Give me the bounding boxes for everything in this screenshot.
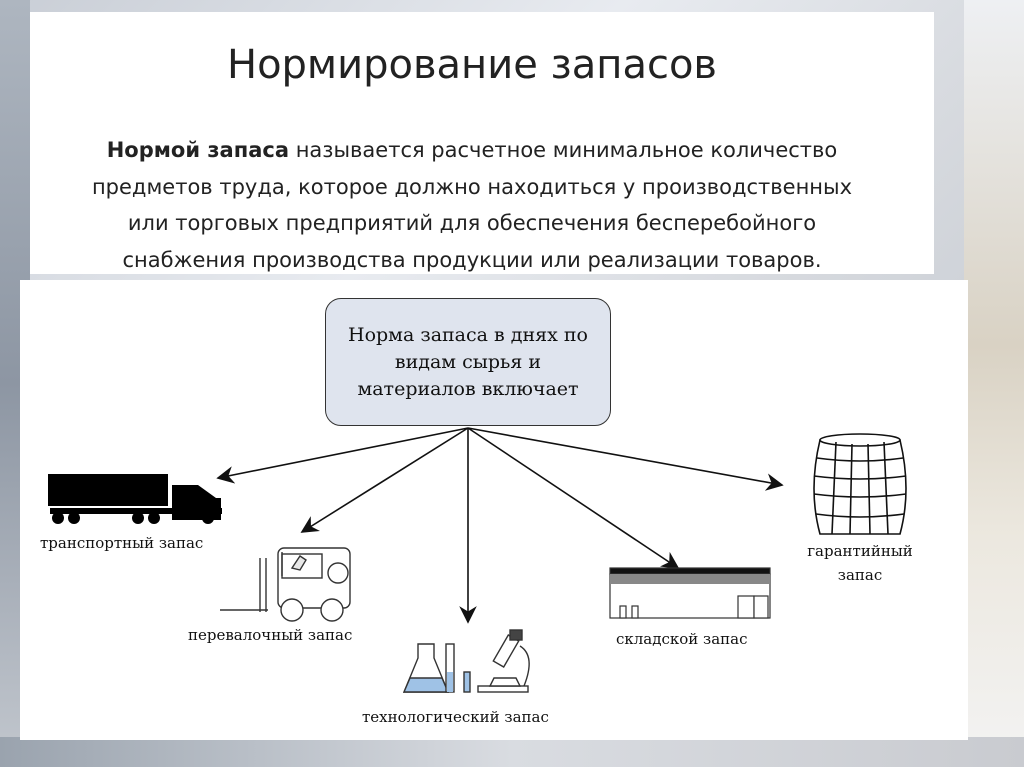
definition-text: Нормой запаса называется расчетное миним… (0, 132, 944, 278)
definition-line-1: Нормой запаса называется расчетное миним… (0, 132, 944, 169)
center-node-box: Норма запаса в днях по видам сырья и мат… (325, 298, 611, 426)
background-right (964, 0, 1024, 767)
slide-title: Нормирование запасов (226, 42, 718, 88)
definition-line-1-rest: называется расчетное минимальное количес… (289, 138, 838, 162)
arrow-guarantee (467, 427, 784, 491)
truck-icon (48, 474, 222, 524)
definition-line-2: предметов труда, которое должно находить… (91, 174, 853, 199)
lab-flask-microscope-icon (402, 629, 530, 693)
warehouse-icon (609, 567, 771, 619)
arrow-warehouse (467, 427, 680, 569)
node-label-transshipment: перевалочный запас (188, 626, 353, 644)
definition-term: Нормой запаса (106, 138, 290, 162)
forklift-icon (220, 547, 351, 622)
diagram-panel: Норма запаса в днях по видам сырья и мат… (20, 280, 968, 740)
arrow-transshipment (300, 427, 469, 533)
definition-line-3: или торговых предприятий для обеспечения… (127, 211, 817, 235)
definition-line-4: снабжения производства продукции или реа… (122, 247, 822, 272)
barrel-icon (813, 433, 907, 535)
slide-header-panel (30, 12, 934, 274)
node-label-warehouse: складской запас (616, 630, 748, 648)
diagram-canvas (48, 427, 907, 693)
connector-lines (216, 427, 784, 624)
center-node-text: Норма запаса в днях по видам сырья и мат… (348, 323, 588, 400)
background-bottom (0, 737, 1024, 767)
node-label-transport: транспортный запас (40, 534, 204, 552)
node-label-guarantee-line1: гарантийный (807, 542, 913, 560)
node-label-guarantee-line2: запас (837, 566, 883, 584)
node-label-technological: технологический запас (362, 708, 549, 726)
arrow-transport (216, 427, 469, 484)
